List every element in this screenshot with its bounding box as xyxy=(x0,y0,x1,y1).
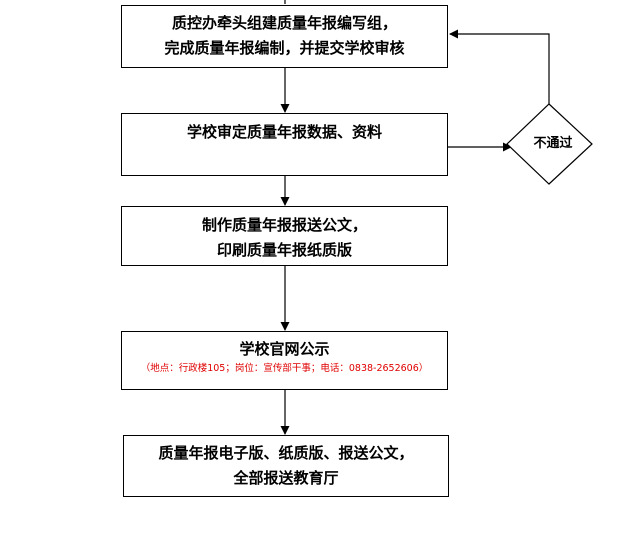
step-produce-documents: 制作质量年报报送公文， 印刷质量年报纸质版 xyxy=(121,206,448,266)
decision-diamond xyxy=(506,103,593,185)
arrow-decision-back-to-step1 xyxy=(449,29,550,104)
step-website-publication: 学校官网公示 （地点：行政楼105；岗位：宣传部干事；电话：0838-26526… xyxy=(121,331,448,390)
step1-line2: 完成质量年报编制，并提交学校审核 xyxy=(164,39,405,57)
step-school-review: 学校审定质量年报数据、资料 xyxy=(121,113,448,176)
step3-line2: 印刷质量年报纸质版 xyxy=(216,241,352,259)
step5-line1: 质量年报电子版、纸质版、报送公文， xyxy=(158,444,414,462)
step-submit-to-education-dept: 质量年报电子版、纸质版、报送公文， 全部报送教育厅 xyxy=(123,435,449,497)
step4-contact-note: （地点：行政楼105；岗位：宣传部干事；电话：0838-2652606） xyxy=(140,363,429,374)
step-form-writing-group: 质控办牵头组建质量年报编写组， 完成质量年报编制，并提交学校审核 xyxy=(121,5,448,68)
decision-label: 不通过 xyxy=(533,136,573,151)
step4-line1: 学校官网公示 xyxy=(239,340,330,358)
step3-line1: 制作质量年报报送公文， xyxy=(201,216,367,234)
step2-line1: 学校审定质量年报数据、资料 xyxy=(186,123,382,141)
step1-line1: 质控办牵头组建质量年报编写组， xyxy=(171,14,397,32)
step5-line2: 全部报送教育厅 xyxy=(233,469,339,487)
